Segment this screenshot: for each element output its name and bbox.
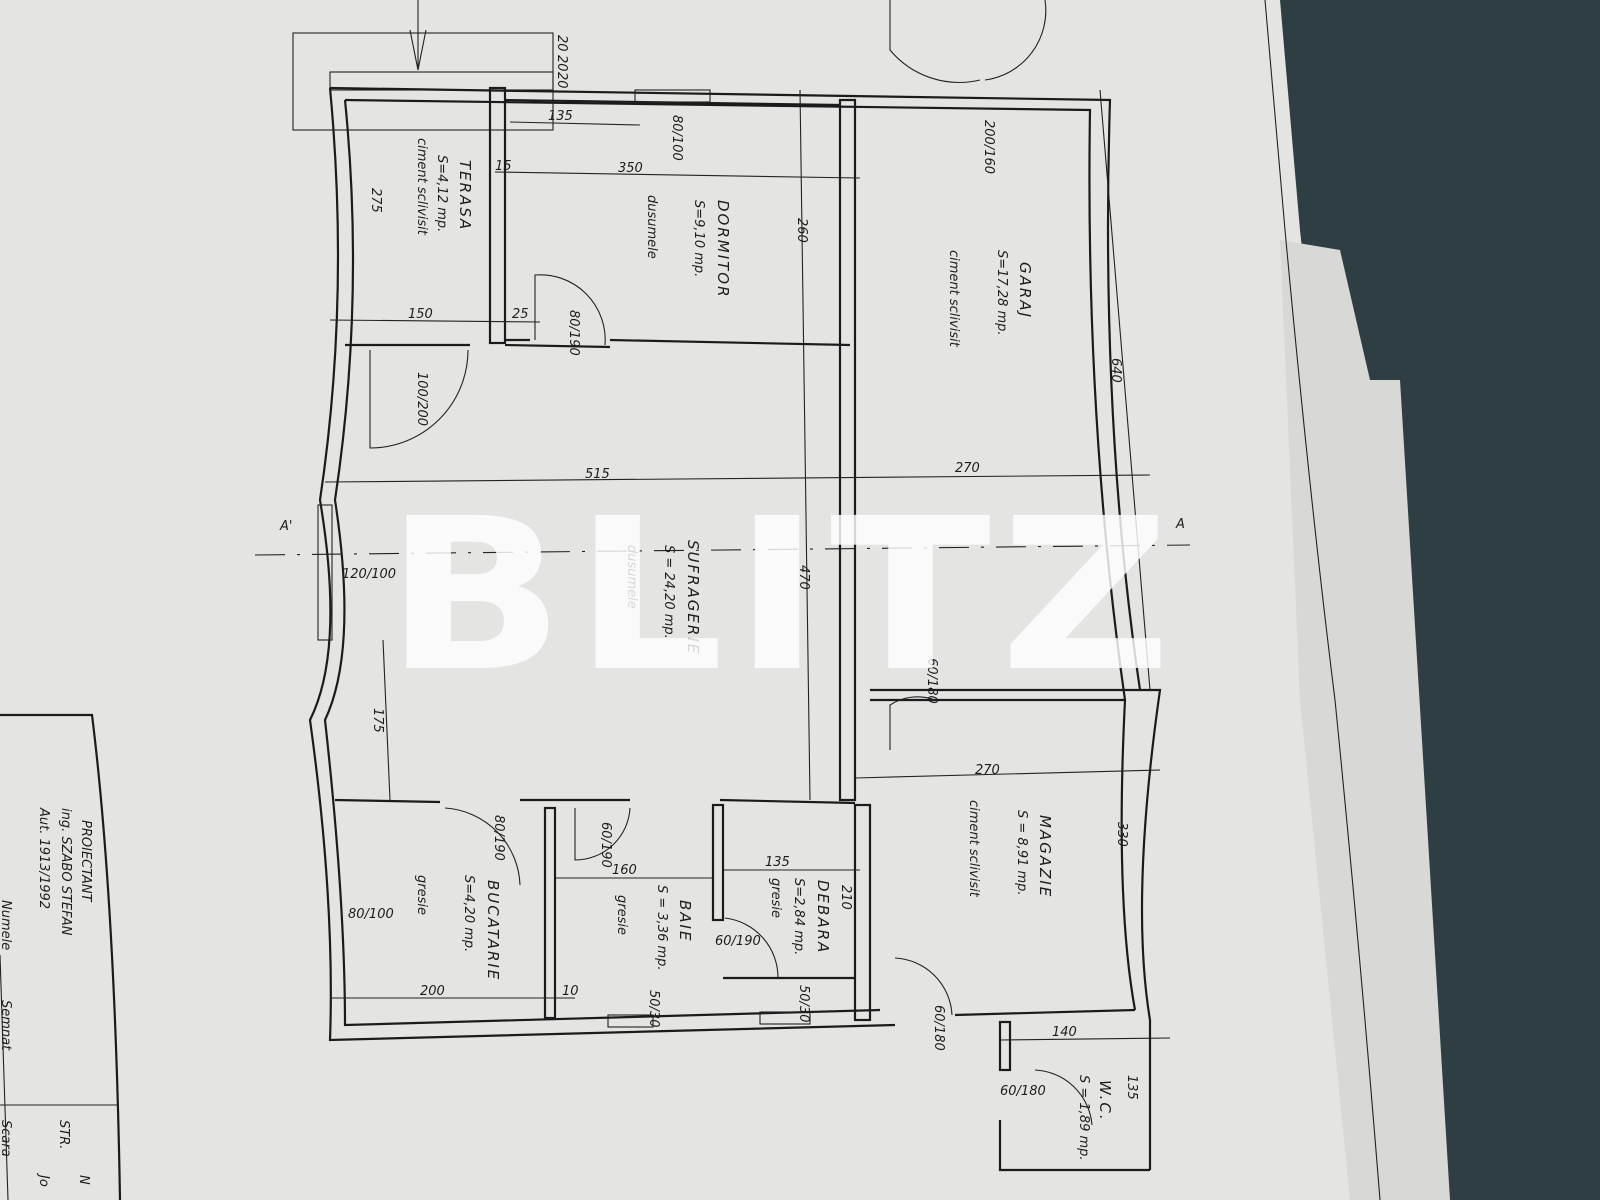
room-debara: DEBARA S=2,84 mp. gresie — [768, 878, 832, 955]
svg-text:GARAJ: GARAJ — [1016, 262, 1034, 319]
window-label: 50/30 — [646, 990, 661, 1027]
door-label: 60/190 — [598, 822, 613, 868]
svg-text:S=4,20 mp.: S=4,20 mp. — [461, 875, 476, 952]
dim-25: 25 — [512, 307, 529, 322]
door-label: 100/200 — [414, 372, 429, 426]
dim-330: 330 — [1114, 822, 1129, 847]
watermark-logo: BLITZ — [385, 473, 1180, 718]
room-wc: W.C. S = 1,89 mp. — [1076, 1075, 1114, 1161]
room-bucatarie: BUCATARIE S=4,20 mp. gresie — [414, 875, 502, 981]
title-heading: PROIECTANT — [78, 820, 93, 903]
cell-scara: Scara — [0, 1120, 13, 1157]
dim-270: 270 — [955, 461, 980, 476]
dim-135-debara: 135 — [765, 855, 790, 870]
room-terasa: TERASA S=4,12 mp. ciment sclivisit — [414, 138, 474, 236]
section-mark-left: A' — [279, 519, 292, 534]
paper-sheet — [0, 0, 1450, 1200]
dim-275: 275 — [368, 188, 383, 213]
dimension-lines — [254, 89, 1191, 1041]
svg-text:ciment sclivisit: ciment sclivisit — [946, 250, 961, 348]
dim-270-magazie: 270 — [975, 763, 1000, 778]
svg-text:MAGAZIE: MAGAZIE — [1036, 815, 1054, 898]
svg-text:S = 3,36 mp.: S = 3,36 mp. — [654, 885, 669, 971]
window-label: 50/30 — [796, 985, 811, 1022]
authorization-number: Aut. 1913/1992 — [36, 807, 51, 909]
window-label: 120/100 — [342, 567, 396, 582]
room-sufragerie: SUFRAGERIE S = 24,20 mp. dusumele — [624, 540, 702, 655]
cell-semnat: Semnat — [0, 1000, 13, 1051]
door-label: 60/180 — [1000, 1084, 1046, 1099]
door-label: 80/190 — [566, 310, 581, 356]
dim-10: 10 — [562, 984, 579, 999]
svg-text:DORMITOR: DORMITOR — [714, 200, 732, 299]
door-swings — [369, 0, 1093, 1126]
opening-labels: 80/100 80/190 200/160 100/200 120/100 60… — [342, 115, 1046, 1099]
dim-470: 470 — [796, 565, 811, 590]
door-label: 80/190 — [491, 815, 506, 861]
svg-text:S = 1,89 mp.: S = 1,89 mp. — [1076, 1075, 1091, 1161]
svg-text:BAIE: BAIE — [676, 900, 694, 942]
cell-jo: Jo — [36, 1172, 51, 1187]
room-baie: BAIE S = 3,36 mp. gresie — [614, 885, 694, 971]
room-dormitor: DORMITOR S=9,10 mp. dusumele — [644, 195, 732, 299]
dim-350: 350 — [618, 161, 643, 176]
svg-text:dusumele: dusumele — [644, 195, 659, 259]
svg-text:gresie: gresie — [614, 895, 629, 935]
svg-text:gresie: gresie — [768, 878, 783, 918]
cell-n: N — [76, 1175, 91, 1185]
svg-text:S = 24,20 mp.: S = 24,20 mp. — [661, 545, 676, 639]
room-labels: TERASA S=4,12 mp. ciment sclivisit DORMITO… — [414, 138, 1114, 1161]
dim-20a: 20 — [554, 35, 569, 52]
svg-text:TERASA: TERASA — [456, 160, 474, 231]
door-label: 200/160 — [981, 120, 996, 174]
room-garaj: GARAJ S=17,28 mp. ciment sclivisit — [946, 250, 1034, 348]
svg-text:S = 8,91 mp.: S = 8,91 mp. — [1014, 810, 1029, 896]
dim-210: 210 — [838, 885, 853, 910]
svg-text:S=4,12 mp.: S=4,12 mp. — [434, 155, 449, 232]
svg-text:dusumele: dusumele — [624, 545, 639, 609]
paper-edge — [1280, 240, 1450, 1200]
dim-20b: 20 — [554, 55, 569, 72]
dim-15: 15 — [495, 159, 512, 174]
dim-260: 260 — [794, 218, 809, 243]
svg-text:ciment sclivisit: ciment sclivisit — [414, 138, 429, 236]
svg-text:SUFRAGERIE: SUFRAGERIE — [684, 540, 702, 655]
dim-515: 515 — [585, 467, 610, 482]
dim-20c: 20 — [554, 72, 569, 89]
dim-135: 135 — [548, 109, 573, 124]
dim-140: 140 — [1052, 1025, 1077, 1040]
dim-160: 160 — [612, 863, 637, 878]
door-label: 60/180 — [924, 658, 939, 704]
section-mark-right: A — [1175, 517, 1185, 532]
window-label: 80/100 — [669, 115, 684, 161]
cell-numele: Numele — [0, 900, 13, 950]
designer-name: ing. SZABO STEFAN — [58, 808, 73, 936]
dim-175: 175 — [370, 708, 385, 733]
svg-text:W.C.: W.C. — [1096, 1080, 1114, 1122]
dimension-labels: 135 350 260 640 275 150 25 15 515 270 47… — [368, 35, 1139, 1100]
window-label: 80/100 — [348, 907, 394, 922]
svg-text:S=2,84 mp.: S=2,84 mp. — [791, 878, 806, 955]
svg-text:DEBARA: DEBARA — [814, 880, 832, 954]
room-magazie: MAGAZIE S = 8,91 mp. ciment sclivisit — [966, 800, 1054, 898]
svg-text:S=9,10 mp.: S=9,10 mp. — [691, 200, 706, 277]
dim-150: 150 — [408, 307, 433, 322]
svg-text:S=17,28 mp.: S=17,28 mp. — [994, 250, 1009, 336]
dim-640: 640 — [1108, 358, 1123, 383]
dim-200: 200 — [420, 984, 445, 999]
door-label: 60/180 — [931, 1005, 946, 1051]
door-label: 60/190 — [715, 934, 761, 949]
svg-text:gresie: gresie — [414, 875, 429, 915]
title-block: PROIECTANT ing. SZABO STEFAN Aut. 1913/1… — [0, 713, 122, 1200]
svg-text:ciment sclivisit: ciment sclivisit — [966, 800, 981, 898]
dim-135-wc: 135 — [1124, 1075, 1139, 1100]
walls — [292, 32, 1162, 1172]
svg-text:BUCATARIE: BUCATARIE — [484, 880, 502, 981]
cell-str: STR. — [56, 1120, 71, 1149]
